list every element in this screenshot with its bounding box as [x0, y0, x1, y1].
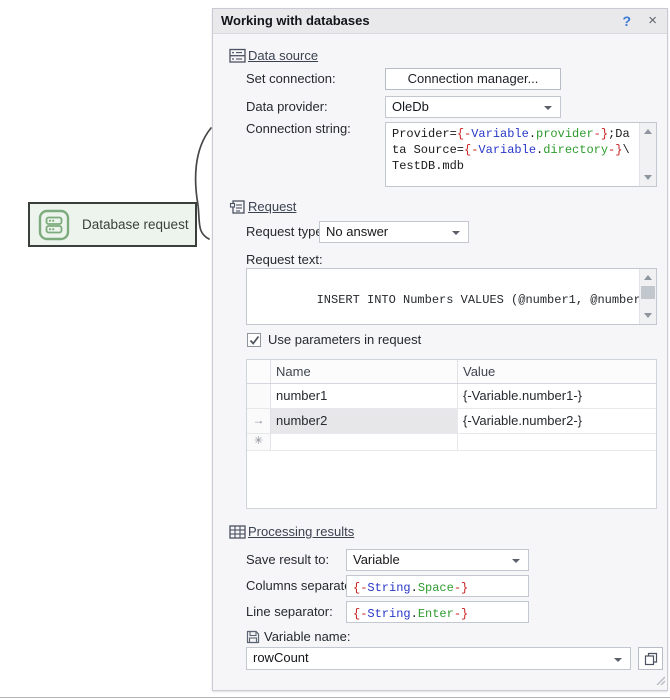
data-provider-label: Data provider:	[246, 96, 328, 118]
panel-title: Working with databases	[221, 9, 370, 33]
param-value-cell[interactable]	[458, 434, 656, 450]
scrollbar[interactable]	[639, 123, 656, 186]
request-type-select[interactable]: No answer	[319, 221, 469, 243]
section-processing-results[interactable]: Processing results	[248, 524, 354, 540]
scroll-up-icon[interactable]	[644, 129, 652, 134]
variable-name-label: Variable name:	[264, 626, 350, 648]
scroll-up-icon[interactable]	[644, 275, 652, 280]
request-text-code: INSERT INTO Numbers VALUES (@number1, @n…	[247, 269, 639, 324]
database-request-block[interactable]: Database request	[28, 202, 197, 247]
column-header-value[interactable]: Value	[458, 360, 656, 383]
scroll-down-icon[interactable]	[644, 175, 652, 180]
data-provider-select[interactable]: OleDb	[385, 96, 561, 118]
request-sql: INSERT INTO Numbers VALUES (@number1, @n…	[317, 293, 639, 307]
chevron-down-icon	[544, 106, 552, 110]
column-header-name[interactable]: Name	[271, 360, 458, 383]
row-selector-header	[247, 360, 271, 383]
connection-string-textarea[interactable]: Provider={-Variable.provider-};Data Sour…	[385, 122, 657, 187]
scroll-thumb[interactable]	[641, 286, 655, 299]
param-name-cell[interactable]: number1	[271, 384, 458, 408]
table-row[interactable]: ✳	[247, 434, 656, 451]
row-selector[interactable]	[247, 384, 271, 408]
connection-manager-button[interactable]: Connection manager...	[385, 68, 561, 90]
scrollbar[interactable]	[639, 269, 656, 324]
variable-name-value: rowCount	[253, 650, 309, 665]
table-row[interactable]: number1{-Variable.number1-}	[247, 384, 656, 409]
connection-string-code: Provider={-Variable.provider-};Data Sour…	[386, 123, 639, 186]
request-type-value: No answer	[326, 224, 388, 239]
data-provider-value: OleDb	[392, 99, 429, 114]
param-name-cell[interactable]	[271, 434, 458, 450]
variable-name-select[interactable]: rowCount	[246, 647, 631, 670]
columns-separator-value: {-String.Space-}	[353, 581, 468, 595]
help-icon[interactable]: ?	[622, 9, 631, 33]
scroll-down-icon[interactable]	[644, 313, 652, 318]
data-source-icon	[229, 48, 246, 64]
section-data-source[interactable]: Data source	[248, 48, 318, 64]
line-separator-value: {-String.Enter-}	[353, 607, 468, 621]
param-value-cell[interactable]: {-Variable.number1-}	[458, 384, 656, 408]
use-parameters-label: Use parameters in request	[268, 329, 421, 351]
parameters-table-header: Name Value	[247, 360, 656, 384]
columns-separator-input[interactable]: {-String.Space-}	[346, 575, 529, 597]
properties-panel: Working with databases ? × Data source S…	[212, 8, 668, 691]
param-name-cell[interactable]: number2	[271, 409, 458, 433]
line-separator-input[interactable]: {-String.Enter-}	[346, 601, 529, 623]
copy-variable-button[interactable]	[638, 647, 663, 670]
titlebar: Working with databases ? ×	[213, 9, 667, 34]
processing-results-icon	[229, 524, 246, 540]
save-result-value: Variable	[353, 552, 400, 567]
section-request[interactable]: Request	[248, 199, 296, 215]
save-result-label: Save result to:	[246, 549, 329, 571]
parameters-table[interactable]: Name Value number1{-Variable.number1-}→n…	[246, 359, 657, 509]
block-label: Database request	[82, 217, 189, 232]
param-value-cell[interactable]: {-Variable.number2-}	[458, 409, 656, 433]
current-row-arrow-icon[interactable]: →	[247, 409, 271, 433]
connection-string-label: Connection string:	[246, 121, 351, 137]
request-type-label: Request type:	[246, 221, 326, 243]
set-connection-label: Set connection:	[246, 68, 336, 90]
database-icon	[38, 209, 70, 241]
screenshot-bottom-edge	[0, 697, 670, 698]
table-row[interactable]: →number2{-Variable.number2-}	[247, 409, 656, 434]
request-text-textarea[interactable]: INSERT INTO Numbers VALUES (@number1, @n…	[246, 268, 657, 325]
chevron-down-icon	[512, 559, 520, 563]
new-row-icon[interactable]: ✳	[247, 434, 271, 450]
use-parameters-checkbox[interactable]	[247, 333, 261, 347]
close-icon[interactable]: ×	[648, 9, 657, 32]
save-variable-icon	[246, 630, 260, 647]
request-icon	[229, 199, 246, 215]
resize-grip[interactable]	[654, 673, 665, 688]
chevron-down-icon	[614, 658, 622, 662]
columns-separator-label: Columns separator:	[246, 575, 359, 597]
save-result-select[interactable]: Variable	[346, 549, 529, 571]
chevron-down-icon	[452, 231, 460, 235]
line-separator-label: Line separator:	[246, 601, 333, 623]
